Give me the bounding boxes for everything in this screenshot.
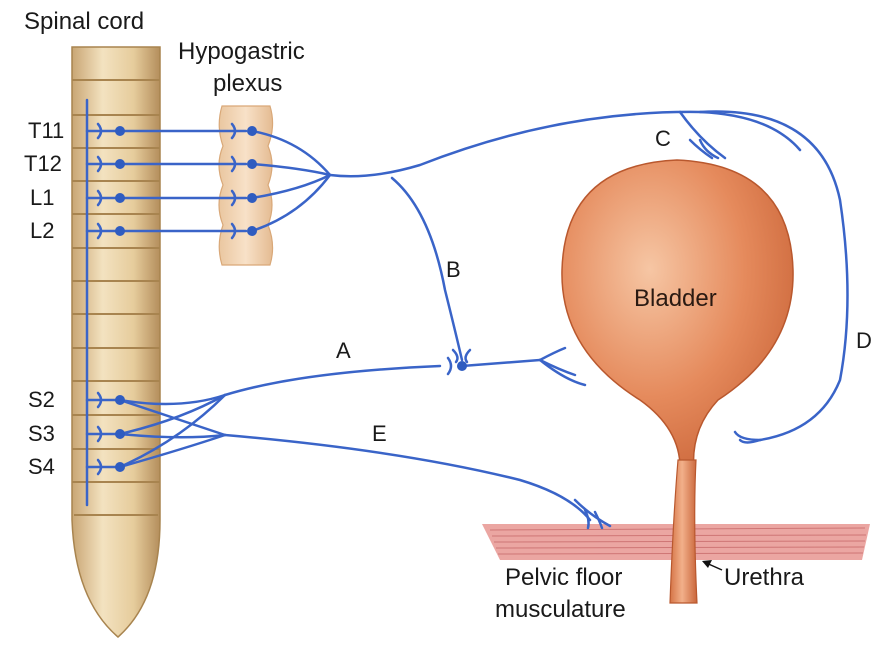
- hypogastric-plexus-label-line2: plexus: [213, 72, 282, 96]
- segment-label-s2: S2: [28, 389, 55, 411]
- segment-label-s3: S3: [28, 423, 55, 445]
- urethra-pointer: [702, 560, 722, 570]
- hypogastric-plexus-label-line1: Hypogastric: [178, 40, 305, 64]
- pathway-e-nerve: [225, 435, 590, 520]
- spinal-cord: [72, 47, 160, 637]
- spinal-cord-label: Spinal cord: [24, 10, 144, 34]
- pathway-label-a: A: [336, 340, 351, 362]
- pathway-c-nerve: [330, 112, 800, 176]
- bladder: [562, 160, 793, 472]
- segment-label-t11: T11: [28, 120, 64, 142]
- urethra: [670, 460, 697, 603]
- bladder-label: Bladder: [634, 287, 717, 311]
- segment-label-s4: S4: [28, 456, 55, 478]
- segment-label-l1: L1: [30, 187, 54, 209]
- pathway-label-d: D: [856, 330, 872, 352]
- pathway-a-nerve: [225, 366, 440, 395]
- segment-label-l2: L2: [30, 220, 54, 242]
- pelvic-floor-label-line2: musculature: [495, 598, 626, 622]
- pathway-label-b: B: [446, 259, 461, 281]
- urethra-label: Urethra: [724, 566, 804, 590]
- segment-label-t12: T12: [24, 153, 62, 175]
- pathway-label-c: C: [655, 128, 671, 150]
- pelvic-floor-label-line1: Pelvic floor: [505, 566, 622, 590]
- pathway-label-e: E: [372, 423, 387, 445]
